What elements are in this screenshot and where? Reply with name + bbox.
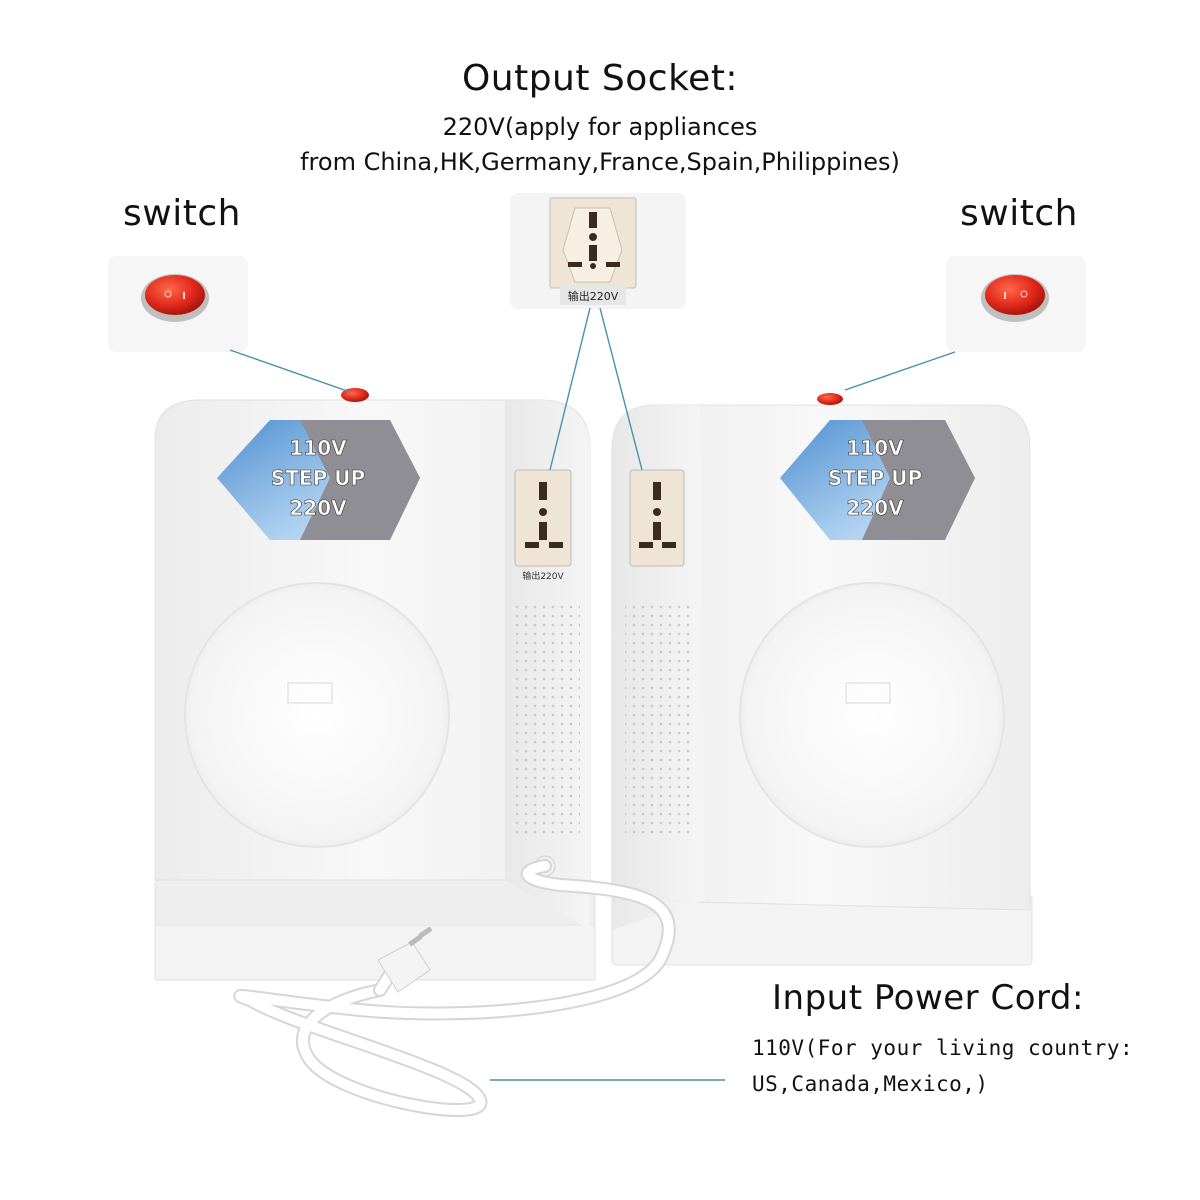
badge-line1: 110V [846,436,904,460]
badge-line3: 220V [289,496,347,520]
switch-callout-left [108,256,248,352]
leader-lines [229,307,956,1081]
left-converter-unit: 110V STEP UP 220V 输出220V [154,388,596,981]
output-socket-title: Output Socket: [461,58,739,99]
output-socket-callout: 输出220V [510,193,686,309]
badge-line2: STEP UP [271,466,365,490]
input-cord-title: Input Power Cord: [772,978,1084,1018]
power-plug-icon [377,926,433,993]
rocker-switch-icon [817,393,843,405]
switch-label-right: switch [960,193,1078,234]
output-socket-desc-line1: 220V(apply for appliances [442,113,758,141]
socket-label-callout: 输出220V [568,289,619,303]
right-converter-unit: 110V STEP UP 220V [611,393,1033,966]
switch-label-left: switch [123,193,241,234]
input-cord-desc-line2: US,Canada,Mexico,) [752,1072,989,1096]
universal-socket-icon: 输出220V [514,469,572,582]
socket-label-left: 输出220V [522,570,564,582]
universal-socket-icon [629,469,685,567]
output-socket-desc-line2: from China,HK,Germany,France,Spain,Phili… [300,148,900,176]
input-cord-desc-line1: 110V(For your living country: [752,1036,1134,1060]
badge-line3: 220V [846,496,904,520]
rocker-switch-icon [985,275,1045,315]
rocker-switch-icon [145,275,205,315]
badge-line1: 110V [289,436,347,460]
badge-line2: STEP UP [828,466,922,490]
switch-callout-right [946,256,1086,352]
